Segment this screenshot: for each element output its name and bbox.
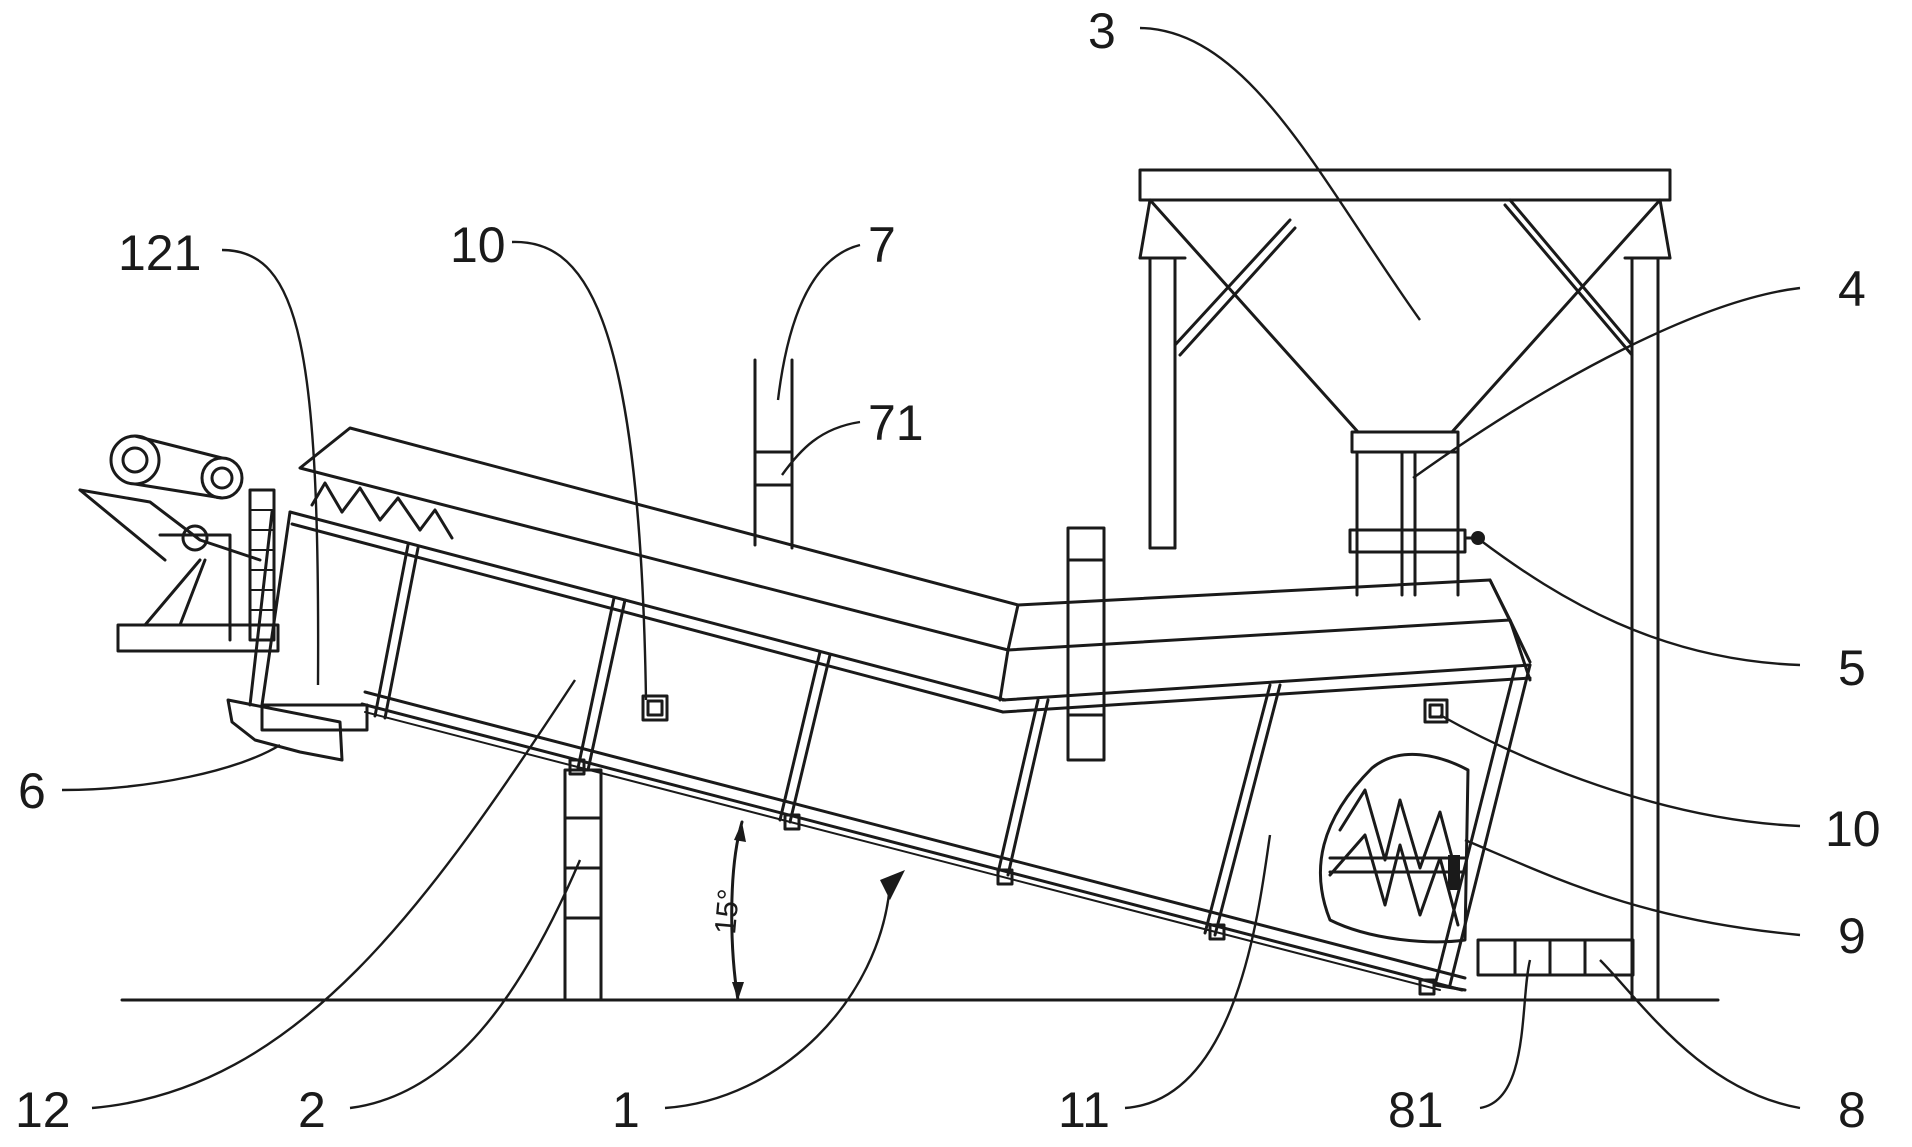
label-6: 6: [18, 763, 46, 819]
label-10-right: 10: [1825, 801, 1881, 857]
screw-teeth-top: [310, 481, 454, 540]
label-71: 71: [868, 395, 924, 451]
drive-unit: [78, 434, 344, 762]
hopper-3: [1148, 198, 1662, 454]
support-leg-2: [563, 768, 603, 1002]
angle-label: 15°: [709, 888, 746, 936]
label-1: 1: [612, 1082, 640, 1138]
label-8: 8: [1838, 1082, 1866, 1138]
label-7: 7: [868, 217, 896, 273]
label-3: 3: [1088, 3, 1116, 59]
label-11: 11: [1058, 1082, 1110, 1138]
leader-lines: [61, 26, 1801, 1110]
spiral-cutaway: [1318, 752, 1470, 944]
trough-body: [248, 426, 1532, 996]
brick-support-8: [1476, 938, 1635, 977]
label-9: 9: [1838, 908, 1866, 964]
label-81: 81: [1388, 1082, 1444, 1138]
label-2: 2: [298, 1082, 326, 1138]
label-4: 4: [1838, 261, 1866, 317]
arrow-1: [664, 870, 905, 1110]
label-121: 121: [118, 225, 201, 281]
label-10-left: 10: [450, 217, 506, 273]
column-7: [753, 358, 794, 550]
chute-4: [1348, 450, 1485, 597]
label-12: 12: [15, 1082, 71, 1138]
splice-flange: [1066, 526, 1106, 762]
label-5: 5: [1838, 640, 1866, 696]
angle-indicator: 15°: [709, 820, 746, 1002]
